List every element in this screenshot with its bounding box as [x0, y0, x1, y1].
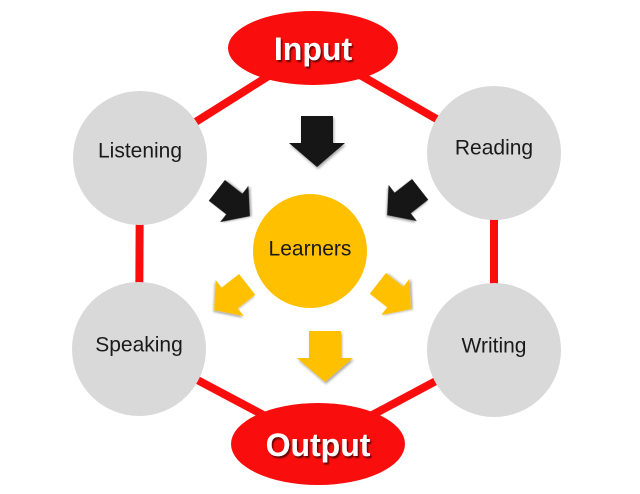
- input-label: Input: [274, 31, 353, 67]
- learners-label: Learners: [269, 238, 352, 261]
- learners-node: [253, 194, 367, 308]
- arrow-diagonal-black-right-icon: [387, 179, 429, 222]
- listening-node: [73, 91, 207, 225]
- arrow-diagonal-gold-left-icon: [214, 274, 256, 317]
- input-node: [228, 11, 398, 85]
- output-node: [231, 403, 405, 485]
- speaking-node: [72, 282, 206, 416]
- arrow-diagonal-black-left-icon: [208, 180, 250, 223]
- output-label: Output: [266, 427, 371, 463]
- reading-node: [427, 86, 561, 220]
- writing-label: Writing: [462, 335, 527, 358]
- writing-node: [427, 283, 561, 417]
- arrow-down-black-icon: [289, 116, 345, 167]
- arrow-diagonal-gold-right-icon: [369, 273, 411, 316]
- listening-label: Listening: [98, 140, 182, 163]
- arrow-down-gold-icon: [297, 331, 353, 382]
- reading-label: Reading: [455, 137, 533, 160]
- speaking-label: Speaking: [95, 334, 183, 357]
